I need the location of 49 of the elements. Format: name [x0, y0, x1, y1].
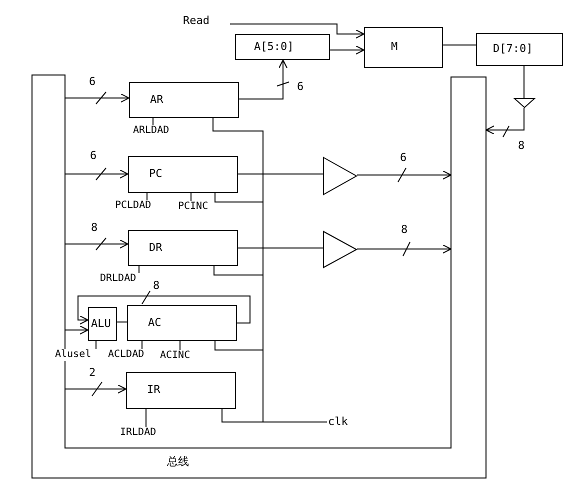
arrow	[356, 244, 452, 254]
control-signal-label: Alusel	[55, 349, 92, 361]
edge-label: 6	[89, 150, 98, 162]
register-label: ALU	[91, 318, 111, 330]
arrow	[230, 24, 364, 38]
register-label: AC	[148, 317, 162, 329]
arrow	[64, 326, 88, 334]
register-label: DR	[149, 242, 162, 254]
arrow	[64, 384, 126, 394]
control-line	[146, 192, 148, 200]
register-box	[128, 230, 238, 266]
register-box	[129, 82, 239, 118]
connector-line	[222, 408, 328, 422]
register-box	[126, 372, 236, 409]
register-box	[128, 156, 238, 193]
arrow	[330, 46, 364, 54]
edge-label: 8	[152, 280, 161, 292]
edge-label: 6	[88, 76, 97, 88]
edge-label: 6	[296, 81, 305, 93]
control-line	[138, 266, 140, 274]
signal-name: clk	[328, 416, 348, 428]
arrow	[64, 240, 128, 248]
memory-box	[235, 34, 330, 60]
arrow	[64, 94, 130, 102]
arrow	[238, 60, 288, 100]
bus-label: 总线	[167, 456, 189, 468]
register-label: M	[391, 41, 398, 53]
edge-label: 8	[400, 224, 409, 236]
register-label: D[7:0]	[493, 43, 533, 55]
register-box	[88, 307, 117, 341]
register-label: PC	[149, 168, 162, 180]
arrow	[64, 170, 128, 178]
connector-line	[442, 44, 476, 46]
register-label: AR	[150, 94, 164, 106]
memory-box	[364, 27, 443, 68]
arrow	[78, 296, 250, 324]
control-line	[152, 118, 154, 126]
signal-name: Read	[183, 15, 210, 27]
register-box	[127, 305, 237, 341]
control-line	[190, 192, 192, 202]
edge-label: 8	[90, 222, 99, 234]
register-label: IR	[147, 384, 160, 396]
edge-label: 2	[88, 367, 97, 379]
memory-box	[476, 33, 563, 66]
edge-label: 6	[399, 152, 408, 164]
edge-label: 8	[517, 140, 526, 152]
arrow	[356, 170, 452, 180]
arrow	[486, 108, 524, 134]
register-label: A[5:0]	[254, 41, 294, 53]
